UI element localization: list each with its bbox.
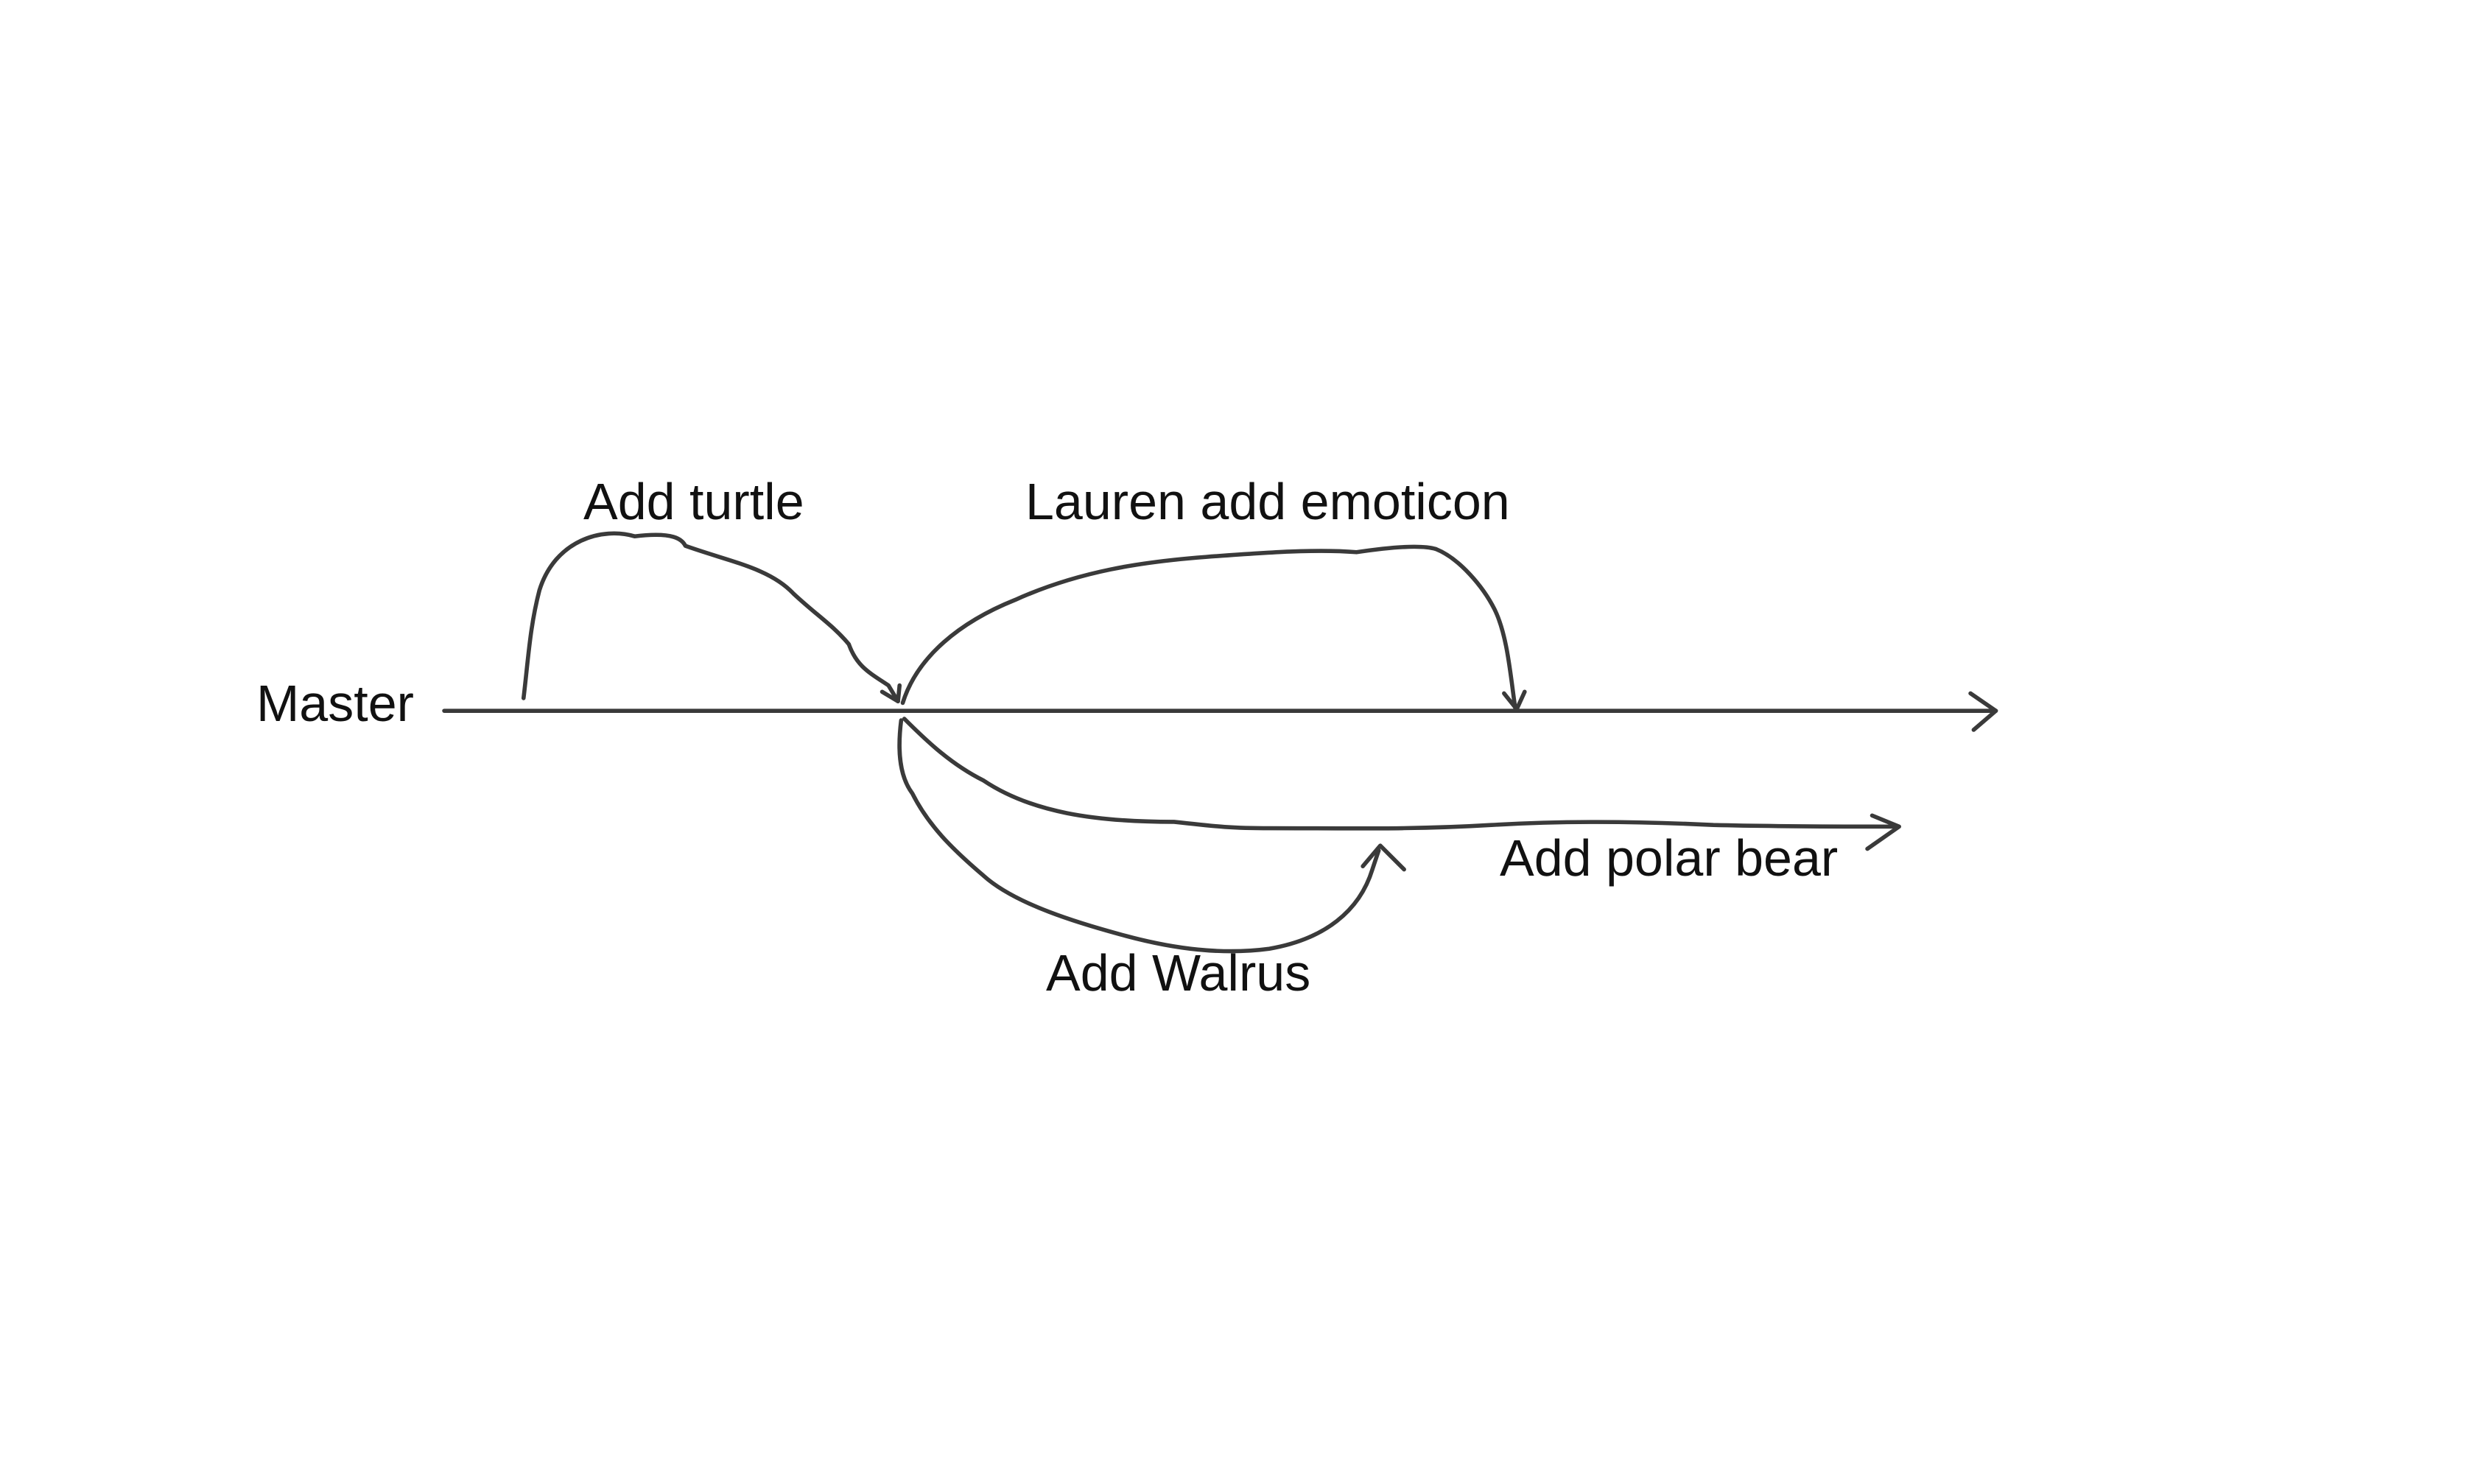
polar-bear-arrowhead (1865, 813, 1901, 851)
add-walrus-arrowhead (1361, 843, 1406, 872)
add-turtle-label: Add turtle (583, 473, 804, 530)
add-turtle-arc (521, 531, 900, 704)
lauren-add-emoticon-label: Lauren add emoticon (1025, 473, 1510, 530)
add-walrus-label: Add Walrus (1046, 944, 1311, 1002)
add-turtle-arrowhead (880, 683, 902, 704)
polar-bear-branch-line (902, 717, 1900, 831)
add-walrus-arc (897, 718, 1381, 954)
add-polar-bear-label: Add polar bear (1500, 829, 1839, 887)
master-label: Master (256, 675, 414, 732)
master-arrowhead (1968, 691, 1998, 732)
lauren-emoticon-arc (900, 544, 1517, 710)
lauren-emoticon-arrowhead (1502, 689, 1527, 711)
